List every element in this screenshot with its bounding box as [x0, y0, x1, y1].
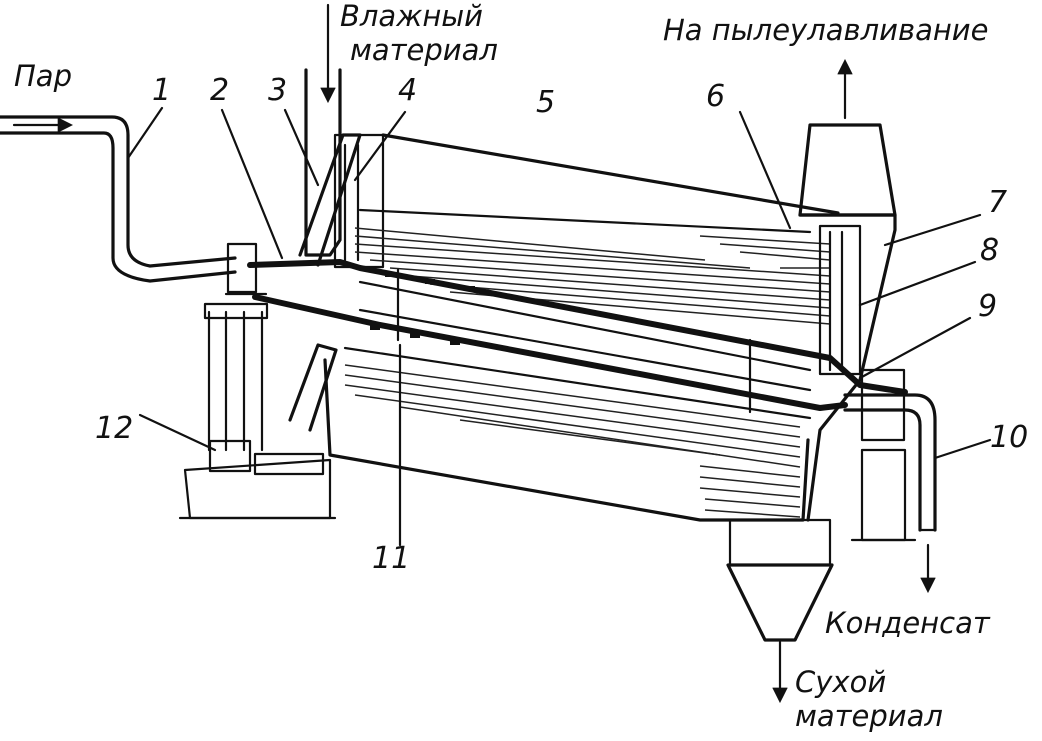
right-support — [860, 448, 907, 542]
exhaust-hood — [798, 123, 897, 217]
right-bearing — [860, 368, 906, 442]
callout-8: 8 — [980, 233, 999, 268]
callout-12: 12 — [95, 411, 133, 446]
callout-3: 3 — [268, 73, 287, 108]
callout-7: 7 — [988, 185, 1007, 220]
leader-lines — [126, 106, 992, 547]
left-foundation — [183, 458, 332, 520]
right-seal — [818, 224, 862, 376]
left-support — [178, 242, 337, 520]
material-layer-lower — [344, 364, 801, 518]
feed-chute — [304, 3, 342, 257]
tube-holes — [370, 272, 475, 345]
callout-6: 6 — [706, 79, 725, 114]
callout-1: 1 — [152, 73, 171, 108]
steam-inlet-pipe — [0, 115, 237, 283]
steam-label: Пар — [14, 59, 72, 93]
condensate-pipe — [843, 368, 937, 594]
dust-capture-label: На пылеулавливание — [663, 13, 989, 47]
callout-11: 11 — [372, 541, 410, 576]
wet-material-label-2: материал — [350, 33, 498, 67]
material-layer-upper — [354, 227, 831, 325]
discharge-housing — [726, 58, 897, 704]
drive-gear — [253, 452, 325, 476]
discharge-hopper — [726, 563, 834, 642]
callout-4: 4 — [398, 73, 417, 108]
dry-material-label-2: материал — [795, 699, 943, 733]
condensate-label: Конденсат — [825, 606, 991, 640]
drive-motor — [208, 439, 252, 473]
callout-10: 10 — [990, 420, 1028, 455]
wet-material-label-1: Влажный — [340, 0, 483, 33]
callout-2: 2 — [210, 73, 229, 108]
rotary-drum — [323, 133, 840, 522]
left-end-plate — [288, 133, 385, 432]
callout-5: 5 — [536, 85, 555, 120]
heating-tubes — [247, 259, 908, 414]
left-bearing — [226, 242, 258, 294]
dry-material-label-1: Сухой — [795, 665, 886, 699]
callout-9: 9 — [978, 289, 997, 324]
